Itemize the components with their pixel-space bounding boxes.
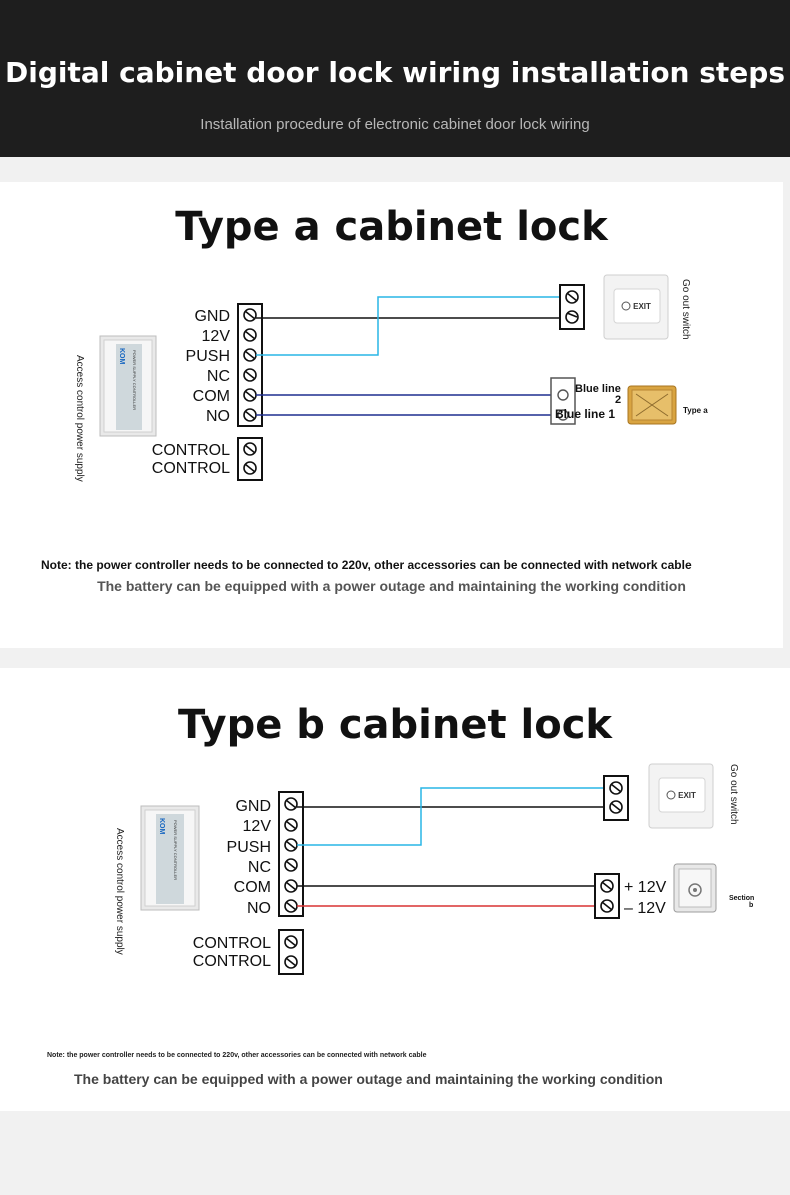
terminal-label-no: NO: [247, 900, 271, 917]
exit-button-device: EXIT: [648, 763, 714, 829]
terminal-label-nc: NC: [248, 859, 271, 876]
terminal-label-com: COM: [234, 879, 271, 896]
power-supply-controller: KOM POWER SUPPLY CONTROLLER: [140, 805, 200, 911]
type-a-panel: Type a cabinet lock KOM POWER SUPPLY CON…: [0, 182, 783, 648]
power-supply-controller: KOM POWER SUPPLY CONTROLLER: [99, 335, 157, 437]
control-label-2: CONTROL: [152, 460, 230, 477]
terminal-label-push: PUSH: [227, 839, 271, 856]
lock-wire-2-num: 2: [615, 394, 621, 406]
lock-section-label-b: b: [749, 902, 753, 909]
type-a-note: Note: the power controller needs to be c…: [41, 558, 692, 572]
terminal-screws: [284, 797, 298, 913]
terminal-label-push: PUSH: [186, 348, 230, 365]
type-a-lock-device: [627, 385, 677, 425]
wire-push: [256, 296, 560, 356]
exit-switch-label: Go out switch: [680, 279, 691, 340]
terminal-label-nc: NC: [207, 368, 230, 385]
lock-wire-2-label: Blue line: [575, 383, 621, 395]
terminal-block-control: [278, 929, 304, 975]
lock-wire-1-label: Blue line 1: [555, 407, 615, 421]
lock-section-label: Section: [729, 895, 754, 902]
page-subtitle: Installation procedure of electronic cab…: [200, 116, 590, 133]
controller-brand: KOM: [118, 348, 125, 365]
terminal-label-12v: 12V: [243, 818, 272, 835]
type-b-note: Note: the power controller needs to be c…: [47, 1052, 427, 1059]
controller-name: POWER SUPPLY CONTROLLER: [173, 820, 178, 880]
lock-minus-12v-label: – 12V: [624, 900, 666, 917]
type-b-panel: Type b cabinet lock KOM POWER SUPPLY CON…: [0, 668, 790, 1111]
exit-switch-label: Go out switch: [728, 764, 739, 825]
type-b-battery-note: The battery can be equipped with a power…: [74, 1071, 663, 1087]
terminal-label-no: NO: [206, 408, 230, 425]
page-title: Digital cabinet door lock wiring install…: [5, 56, 785, 89]
lock-terminal: [594, 873, 620, 919]
type-a-battery-note: The battery can be equipped with a power…: [97, 578, 686, 594]
type-b-wiring-diagram: KOM POWER SUPPLY CONTROLLER GND 12V PUSH…: [140, 763, 754, 975]
exit-button-device: EXIT: [603, 274, 669, 340]
control-label-1: CONTROL: [193, 935, 271, 952]
exit-switch-terminal: [603, 775, 629, 821]
bottom-spacer: [0, 1111, 790, 1195]
terminal-block-control: [237, 437, 263, 481]
type-a-title: Type a cabinet lock: [175, 204, 608, 250]
controller-side-label: Access control power supply: [74, 355, 85, 482]
controller-name: POWER SUPPLY CONTROLLER: [132, 350, 137, 410]
type-b-title: Type b cabinet lock: [177, 702, 613, 748]
exit-button-text: EXIT: [678, 791, 696, 800]
terminal-label-12v: 12V: [202, 328, 231, 345]
type-a-wiring-diagram: KOM POWER SUPPLY CONTROLLER GND 12V PUSH…: [99, 274, 708, 481]
control-label-1: CONTROL: [152, 442, 230, 459]
lock-plus-12v-label: + 12V: [624, 879, 667, 896]
lock-terminal: [550, 377, 576, 425]
terminal-block-main: [278, 791, 304, 917]
page-header: Digital cabinet door lock wiring install…: [0, 0, 790, 157]
type-b-lock-device: [673, 863, 717, 913]
terminal-label-gnd: GND: [194, 308, 230, 325]
controller-brand: KOM: [158, 818, 165, 835]
terminal-label-com: COM: [193, 388, 230, 405]
terminal-block-main: [237, 303, 263, 427]
terminal-label-gnd: GND: [235, 798, 271, 815]
wire-push: [297, 787, 604, 846]
controller-side-label: Access control power supply: [114, 828, 125, 955]
type-a-lock-label: Type a: [683, 406, 708, 415]
exit-switch-terminal: [559, 284, 585, 330]
exit-button-text: EXIT: [633, 302, 651, 311]
control-label-2: CONTROL: [193, 953, 271, 970]
